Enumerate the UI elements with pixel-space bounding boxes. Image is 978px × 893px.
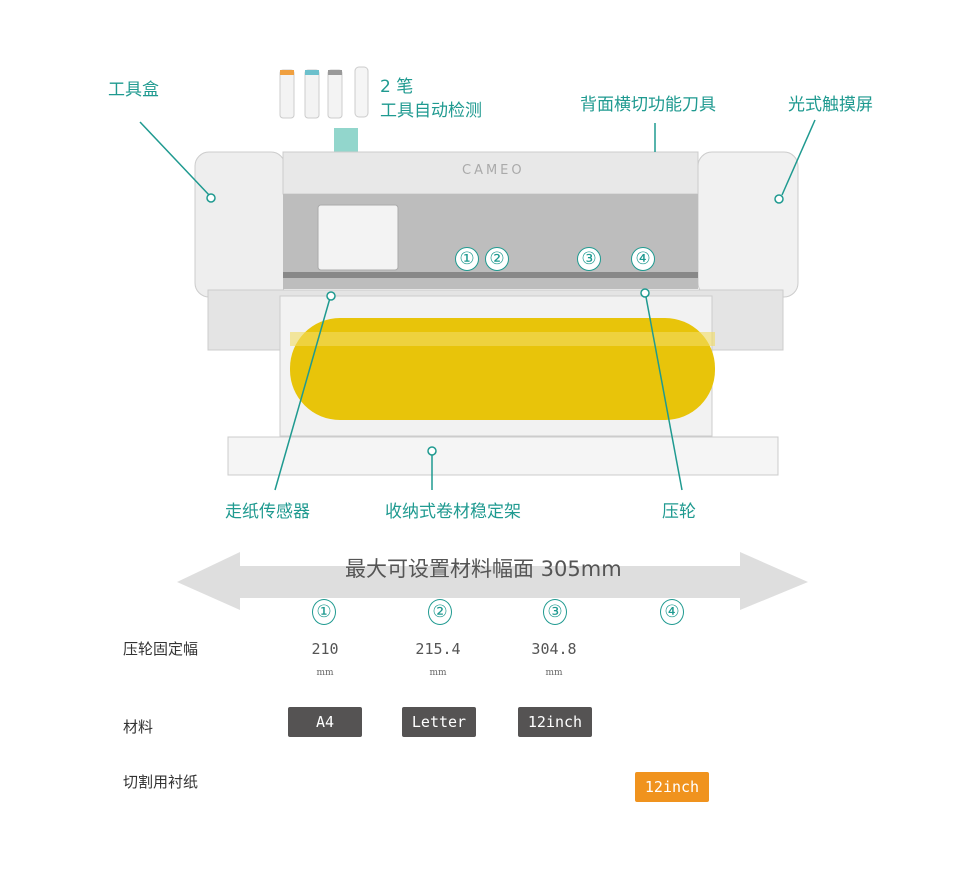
blade-holders bbox=[279, 66, 369, 119]
unit-1: mm bbox=[316, 668, 334, 678]
row-label-pinch-width: 压轮固定幅 bbox=[123, 640, 199, 658]
material-badge-2: Letter bbox=[402, 707, 476, 737]
unit-2: mm bbox=[429, 668, 447, 678]
label-touch-screen: 光式触摸屏 bbox=[788, 95, 873, 115]
label-cross-cutter: 背面横切功能刀具 bbox=[580, 95, 716, 115]
label-paper-sensor: 走纸传感器 bbox=[225, 502, 310, 522]
column-3: ③ bbox=[543, 599, 567, 625]
column-1: ① bbox=[312, 599, 336, 625]
pinch-width-2: 215.4 bbox=[415, 640, 461, 658]
marker-2: ② bbox=[485, 247, 509, 271]
cutter-body: CAMEO bbox=[194, 151, 799, 476]
column-4: ④ bbox=[660, 599, 684, 625]
label-pen-count: 2 笔 bbox=[380, 77, 414, 97]
material-badge-1: A4 bbox=[288, 707, 362, 737]
pinch-width-1: 210 bbox=[311, 640, 339, 658]
label-tool-detect: 工具自动检测 bbox=[380, 101, 482, 121]
marker-3: ③ bbox=[577, 247, 601, 271]
pinch-width-3: 304.8 bbox=[531, 640, 577, 658]
width-arrow bbox=[177, 552, 808, 610]
unit-3: mm bbox=[545, 668, 563, 678]
leader-lines bbox=[139, 119, 816, 491]
row-label-cutting-mat: 切割用衬纸 bbox=[123, 773, 199, 791]
material-badge-3: 12inch bbox=[518, 707, 592, 737]
marker-4: ④ bbox=[631, 247, 655, 271]
label-roll-holder: 收纳式卷材稳定架 bbox=[385, 502, 521, 522]
label-pinch-roller: 压轮 bbox=[662, 502, 696, 522]
row-label-material: 材料 bbox=[123, 718, 154, 736]
marker-1: ① bbox=[455, 247, 479, 271]
width-banner: 最大可设置材料幅面 305mm bbox=[345, 557, 622, 581]
brand-text: CAMEO bbox=[462, 163, 525, 178]
label-tool-box: 工具盒 bbox=[108, 80, 159, 100]
column-2: ② bbox=[428, 599, 452, 625]
cutting-mat-badge-4: 12inch bbox=[635, 772, 709, 802]
